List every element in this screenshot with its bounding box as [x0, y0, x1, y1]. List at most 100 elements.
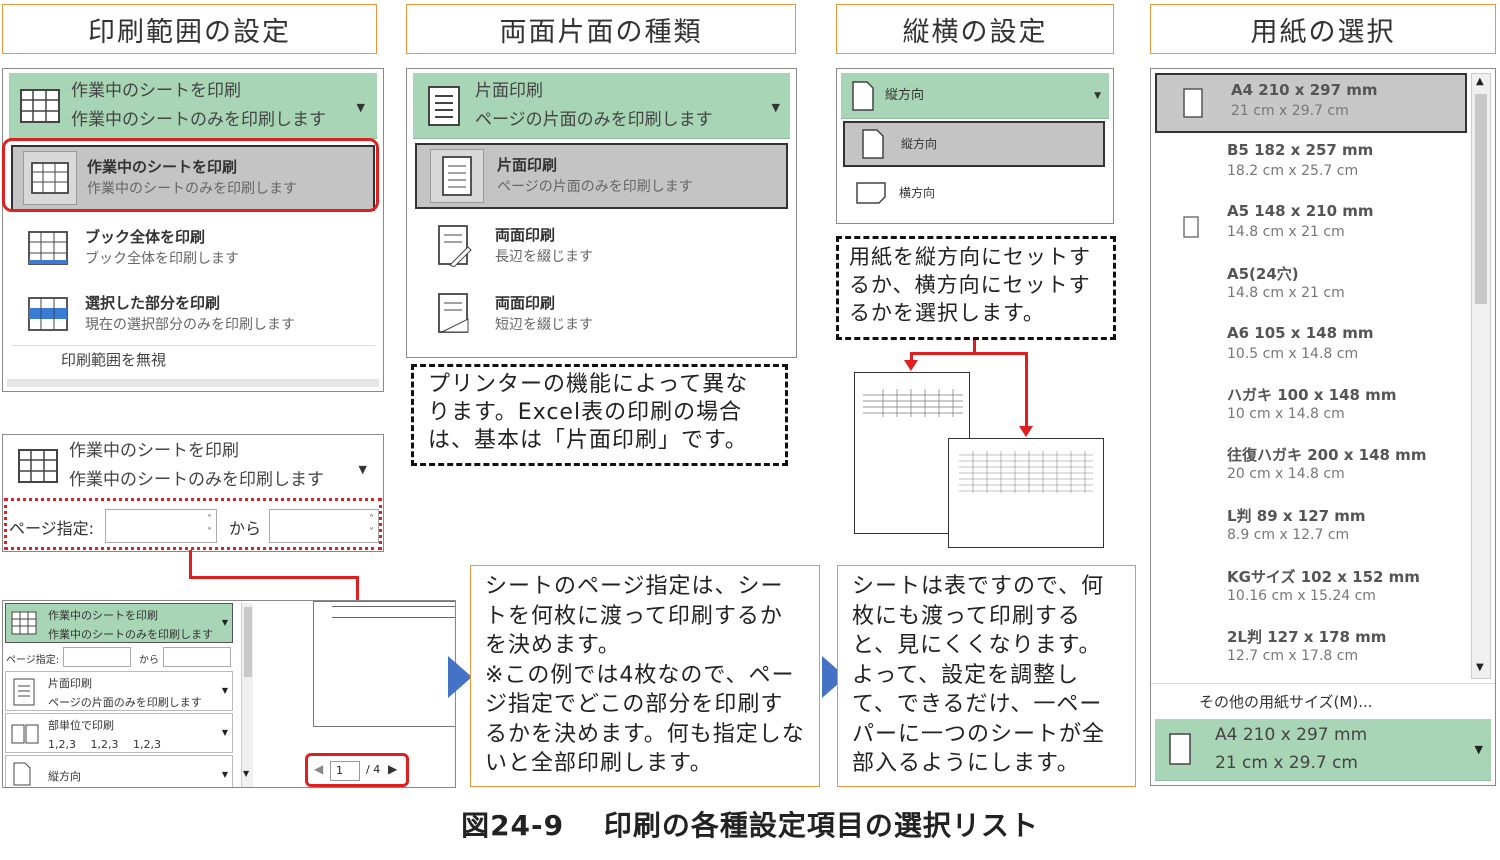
chevron-down-icon[interactable]: ▼ — [221, 728, 228, 737]
sheet-desc: 作業中のシートのみを印刷します — [69, 470, 324, 490]
spin-down-icon[interactable]: ˅ — [207, 527, 212, 538]
chevron-down-icon[interactable]: ▼ — [1474, 743, 1483, 756]
duplex-item-long-edge[interactable]: 両面印刷長辺を綴じます — [415, 215, 788, 277]
paper-name: A5(24穴) — [1227, 265, 1299, 283]
selected-paper-size: 21 cm x 29.7 cm — [1215, 753, 1358, 773]
page-total: / 4 — [366, 763, 381, 776]
paper-icon — [1169, 733, 1191, 765]
chevron-down-icon[interactable]: ▼ — [1094, 91, 1101, 101]
scroll-down-icon[interactable]: ▼ — [243, 769, 250, 778]
scroll-thumb[interactable] — [244, 607, 252, 677]
paper-size: 10.16 cm x 15.24 cm — [1227, 588, 1376, 604]
mini-sheet-title: 作業中のシートを印刷 — [48, 609, 158, 622]
mini-side-title: 片面印刷 — [48, 677, 92, 690]
mini-sheet-select[interactable]: 作業中のシートを印刷 作業中のシートのみを印刷します ▼ — [5, 603, 233, 643]
orientation-item-portrait[interactable]: 縦方向 — [843, 121, 1105, 167]
paper-icon — [1183, 88, 1203, 118]
chevron-down-icon[interactable]: ▼ — [771, 101, 780, 114]
header-print-range: 印刷範囲の設定 — [2, 4, 377, 54]
other-paper-sizes[interactable]: その他の用紙サイズ(M)... — [1199, 693, 1373, 711]
page-from-input[interactable]: ˄˅ — [105, 509, 217, 543]
page-spec-sheet-select[interactable]: 作業中のシートを印刷作業中のシートのみを印刷します ▼ — [7, 435, 379, 497]
chevron-down-icon[interactable]: ▼ — [221, 618, 228, 627]
paper-size: 14.8 cm x 21 cm — [1227, 224, 1345, 240]
paper-item-a5-24[interactable]: A5(24穴) 14.8 cm x 21 cm — [1151, 257, 1467, 318]
duplex-item-single[interactable]: 片面印刷ページの片面のみを印刷します — [415, 143, 788, 209]
mini-collate-select[interactable]: 部単位で印刷 1,2,3 1,2,3 1,2,3 ▼ — [5, 713, 233, 753]
mini-side-select[interactable]: 片面印刷 ページの片面のみを印刷します ▼ — [5, 671, 233, 711]
mini-orient-select[interactable]: 縦方向 ▼ — [5, 755, 233, 787]
item-title: 両面印刷 — [495, 226, 556, 244]
spin-up-icon[interactable]: ˄ — [369, 514, 374, 525]
paper-item-b5[interactable]: B5 182 x 257 mm 18.2 cm x 25.7 cm — [1151, 135, 1467, 196]
orientation-selected[interactable]: 縦方向 ▼ — [841, 73, 1109, 119]
item-desc: ブック全体を印刷します — [85, 251, 239, 267]
print-range-item-selection[interactable]: 選択した部分を印刷現在の選択部分のみを印刷します — [11, 283, 375, 345]
duplex-note: プリンターの機能によって異なります。Excel表の印刷の場合は、基本は「片面印刷… — [411, 364, 788, 466]
orientation-item-landscape[interactable]: 横方向 — [843, 171, 1105, 215]
next-page-icon[interactable]: ▶ — [388, 762, 398, 776]
paper-item-a4[interactable]: A4 210 x 297 mm 21 cm x 29.7 cm — [1155, 73, 1467, 133]
spin-up-icon[interactable]: ˄ — [207, 514, 212, 525]
duplex-item-short-edge[interactable]: 両面印刷短辺を綴じます — [415, 283, 788, 345]
page-nav-box: ◀ 1 / 4 ▶ — [305, 753, 409, 787]
paper-scrollbar[interactable]: ▲ ▼ — [1471, 73, 1491, 679]
orientation-label: 横方向 — [899, 186, 936, 200]
print-range-dropdown: 作業中のシートを印刷作業中のシートのみを印刷します ▼ 作業中のシートを印刷作業… — [2, 68, 384, 392]
scroll-up-icon[interactable]: ▲ — [1476, 76, 1484, 87]
spin-down-icon[interactable]: ˅ — [369, 527, 374, 538]
paper-item-hagaki[interactable]: ハガキ 100 x 148 mm 10 cm x 14.8 cm — [1151, 378, 1467, 439]
prev-page-icon[interactable]: ◀ — [314, 762, 324, 776]
paper-size: 18.2 cm x 25.7 cm — [1227, 163, 1359, 179]
paper-icon — [1183, 216, 1199, 238]
mini-page-label: ページ指定: — [6, 655, 60, 666]
mini-collate-title: 部単位で印刷 — [48, 719, 114, 732]
print-range-selected[interactable]: 作業中のシートを印刷作業中のシートのみを印刷します ▼ — [9, 73, 377, 139]
paper-name: A4 210 x 297 mm — [1231, 81, 1378, 99]
paper-size: 20 cm x 14.8 cm — [1227, 466, 1345, 482]
item-title: 作業中のシートを印刷 — [87, 158, 238, 176]
sheet-title: 作業中のシートを印刷 — [69, 441, 239, 461]
red-highlight-box — [2, 138, 379, 212]
duplex-dropdown: 片面印刷ページの片面のみを印刷します ▼ 片面印刷ページの片面のみを印刷します … — [406, 68, 797, 358]
paper-name: A6 105 x 148 mm — [1227, 324, 1374, 342]
mini-page-to[interactable] — [163, 647, 231, 667]
paper-size-dropdown: A4 210 x 297 mm 21 cm x 29.7 cm B5 182 x… — [1150, 68, 1496, 786]
landscape-paper-illustration — [948, 438, 1104, 548]
selected-paper-name: A4 210 x 297 mm — [1215, 725, 1368, 745]
mini-page-from[interactable] — [63, 647, 131, 667]
sheet-icon — [31, 162, 69, 194]
paper-item-a6[interactable]: A6 105 x 148 mm 10.5 cm x 14.8 cm — [1151, 318, 1467, 379]
paper-size-selected[interactable]: A4 210 x 297 mm 21 cm x 29.7 cm ▼ — [1155, 719, 1491, 781]
paper-name: KGサイズ 102 x 152 mm — [1227, 568, 1420, 586]
page-spec-row: ページ指定: ˄˅ から ˄˅ — [4, 498, 382, 550]
workbook-icon — [28, 231, 68, 265]
preview-table-lines — [332, 606, 455, 618]
mini-scrollbar[interactable]: ▼ — [241, 603, 253, 787]
paper-item-kg[interactable]: KGサイズ 102 x 152 mm 10.16 cm x 15.24 cm — [1151, 560, 1467, 621]
chevron-down-icon[interactable]: ▼ — [221, 770, 228, 779]
paper-name: 2L判 127 x 178 mm — [1227, 628, 1387, 646]
chevron-down-icon[interactable]: ▼ — [221, 686, 228, 695]
ignore-print-area[interactable]: 印刷範囲を無視 — [61, 351, 167, 369]
scroll-thumb[interactable] — [1475, 94, 1487, 304]
sheet-fit-note: シートは表ですので、何枚にも渡って印刷すると、見にくくなります。 よって、設定を… — [837, 565, 1136, 787]
from-label: から — [229, 519, 262, 538]
print-range-item-workbook[interactable]: ブック全体を印刷ブック全体を印刷します — [11, 217, 375, 279]
print-range-item-active-sheet[interactable]: 作業中のシートを印刷作業中のシートのみを印刷します — [11, 145, 375, 211]
current-page-input[interactable]: 1 — [330, 761, 360, 781]
paper-item-2l[interactable]: 2L判 127 x 178 mm 12.7 cm x 17.8 cm — [1151, 620, 1467, 681]
chevron-down-icon[interactable]: ▼ — [358, 463, 367, 476]
paper-size: 10.5 cm x 14.8 cm — [1227, 346, 1359, 362]
orientation-label: 縦方向 — [901, 137, 938, 151]
item-title: 片面印刷 — [497, 156, 558, 174]
duplex-selected[interactable]: 片面印刷ページの片面のみを印刷します ▼ — [413, 73, 790, 139]
paper-item-a5[interactable]: A5 148 x 210 mm 14.8 cm x 21 cm — [1151, 196, 1467, 257]
mini-print-panel: 作業中のシートを印刷 作業中のシートのみを印刷します ▼ ページ指定: から 片… — [2, 600, 456, 788]
chevron-down-icon[interactable]: ▼ — [356, 101, 365, 114]
paper-item-ofuku-hagaki[interactable]: 往復ハガキ 200 x 148 mm 20 cm x 14.8 cm — [1151, 438, 1467, 499]
page-to-input[interactable]: ˄˅ — [269, 509, 379, 543]
paper-item-l[interactable]: L判 89 x 127 mm 8.9 cm x 12.7 cm — [1151, 499, 1467, 560]
connector-line — [973, 340, 976, 354]
scroll-down-icon[interactable]: ▼ — [1476, 662, 1484, 673]
